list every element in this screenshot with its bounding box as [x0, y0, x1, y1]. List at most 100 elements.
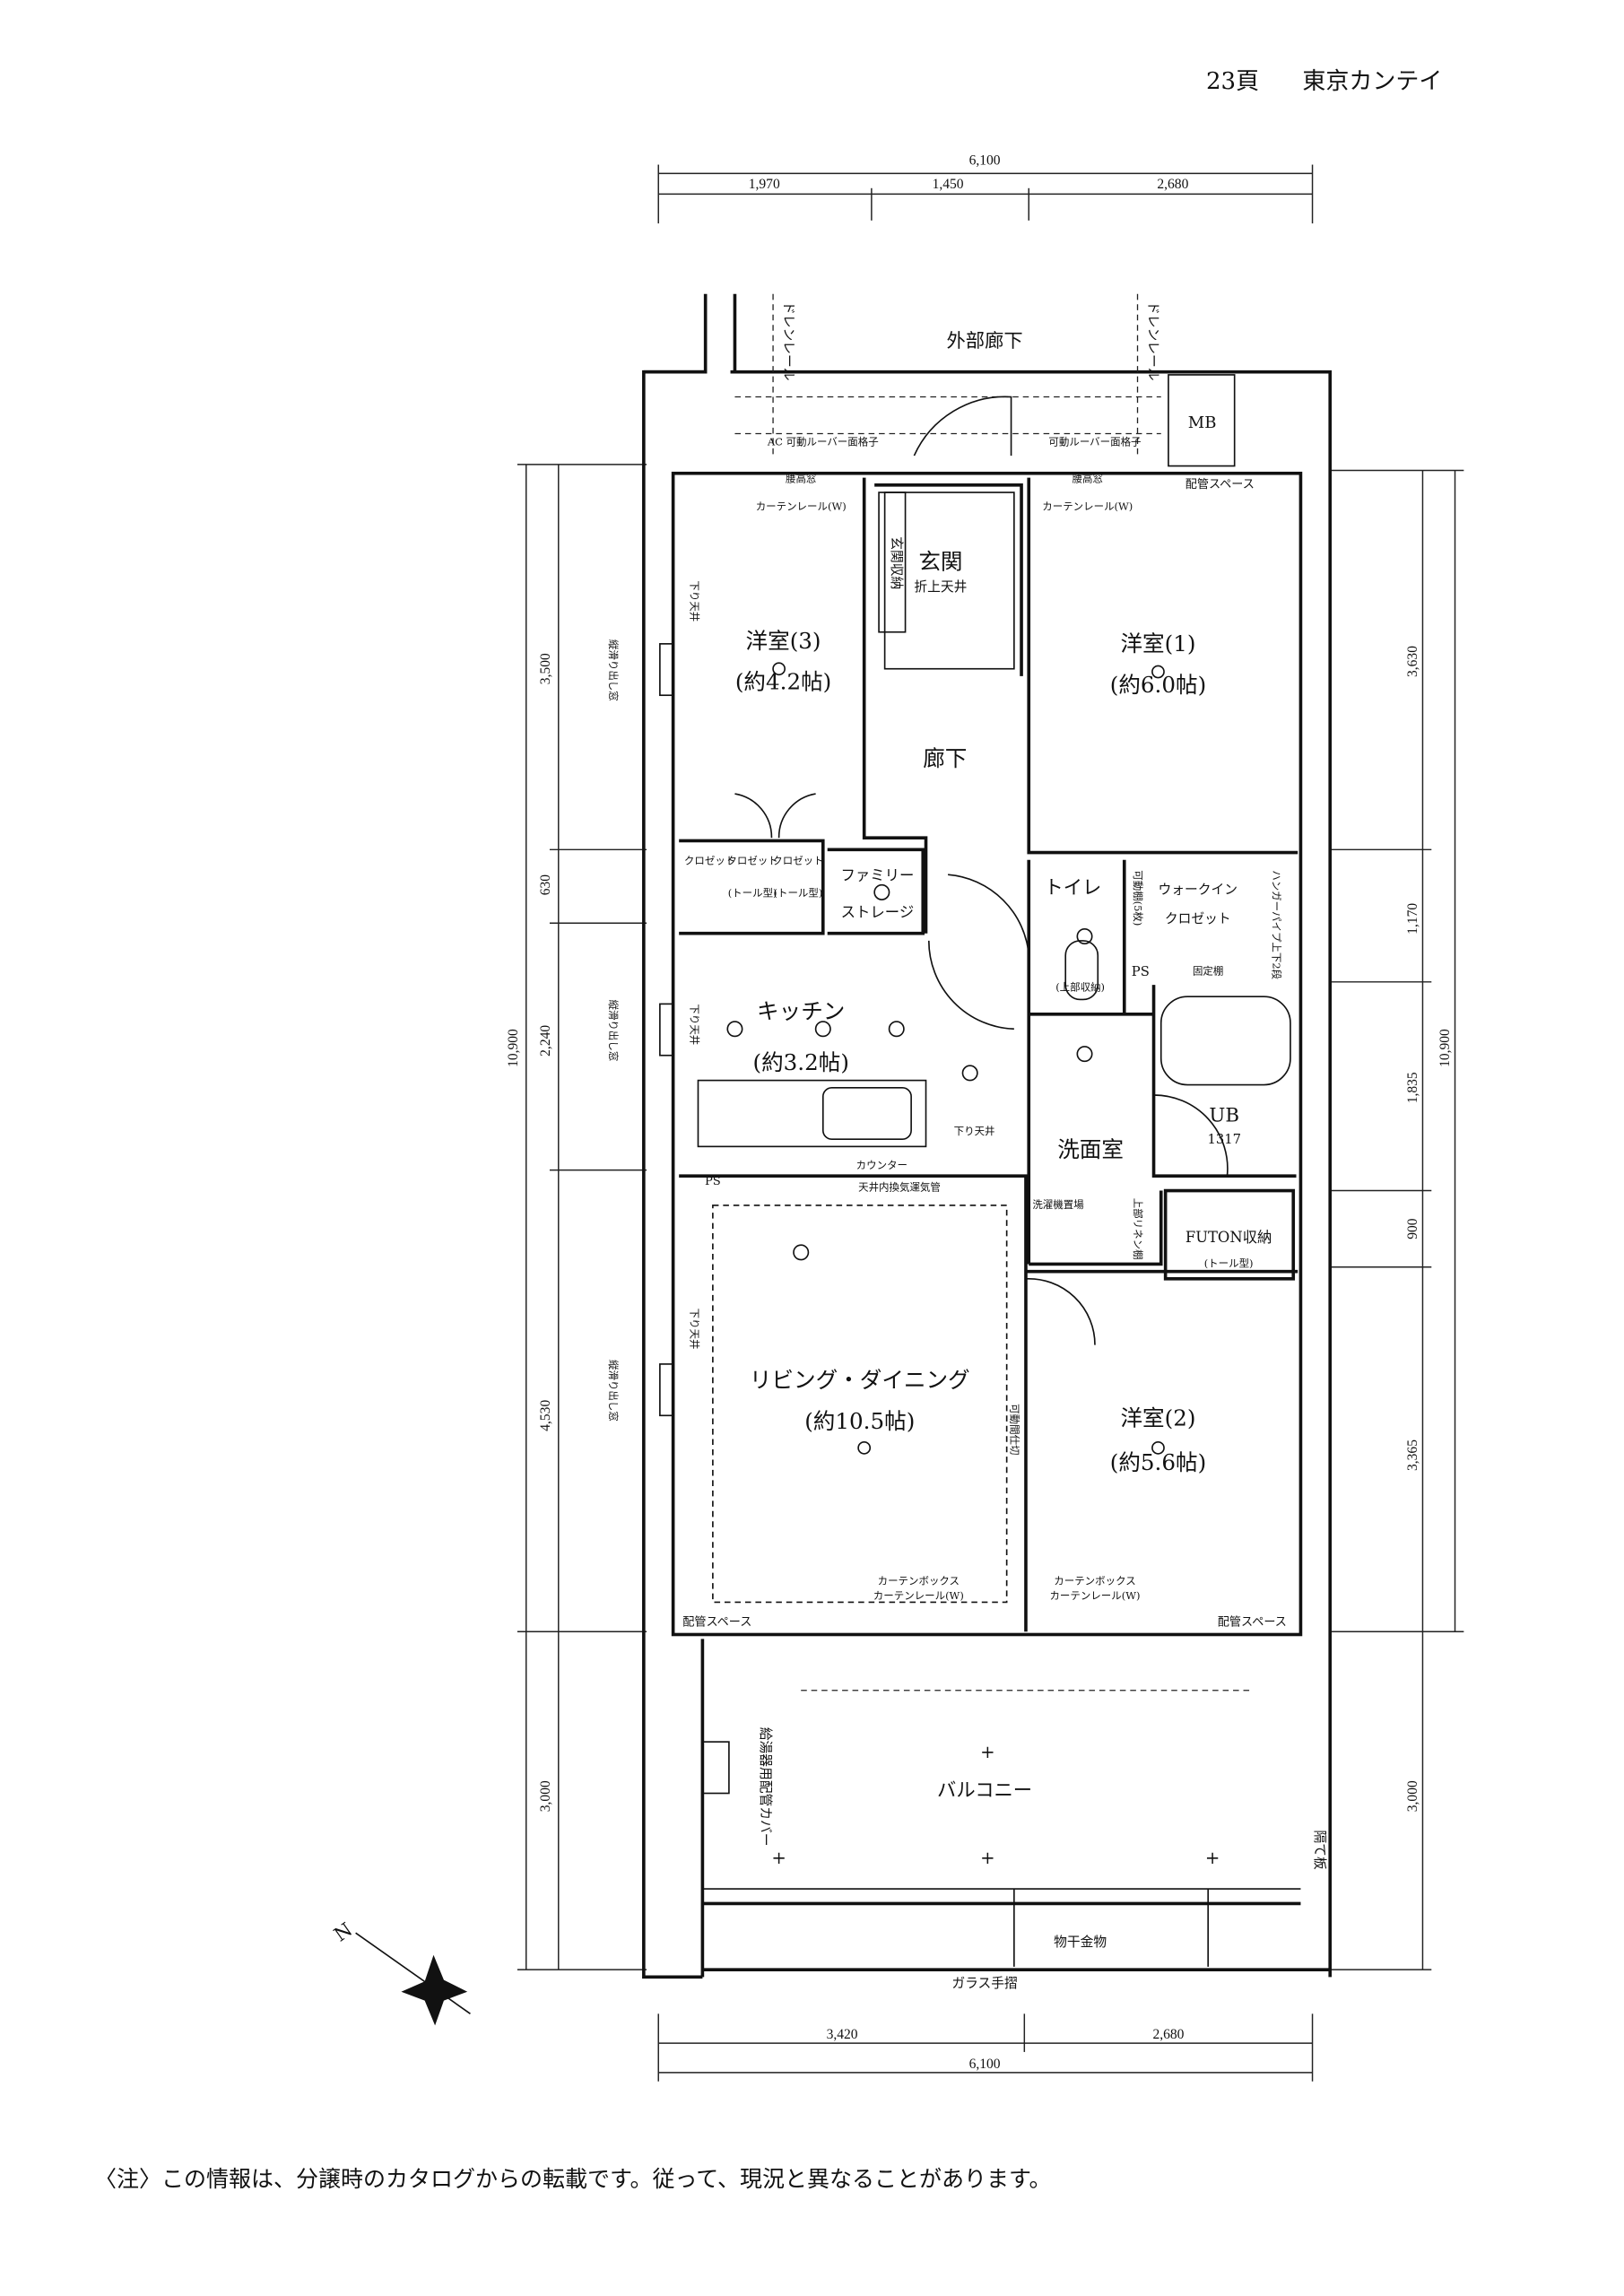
bathtub	[1159, 996, 1291, 1086]
exhaust-duct-label: 天井内換気運気管	[858, 1181, 941, 1194]
dim-right-2: 1,170	[1405, 903, 1420, 935]
svg-text:+: +	[1205, 1848, 1220, 1868]
ps-label-toilet: PS	[1132, 964, 1150, 979]
top-dimensions: 6,100 1,970 1,450 2,680	[657, 153, 1314, 224]
north-label: N	[330, 1918, 357, 1946]
movable-shelf-label: 可動棚(5枚)	[1132, 870, 1144, 926]
curtain-box-w2: カーテンボックス	[1054, 1575, 1135, 1587]
ub-label: UB	[1209, 1104, 1239, 1126]
curtain-rail-w2: カーテンレール(W)	[1049, 1589, 1140, 1602]
counter-label: カウンター	[856, 1159, 908, 1171]
footer-note: 〈注〉この情報は、分譲時のカタログからの転載です。従って、現況と異なることがあり…	[94, 2166, 1052, 2192]
high-window-left: 腰高窓	[786, 473, 816, 485]
dim-bottom-1: 3,420	[827, 2027, 858, 2042]
futon-sub: (トール型)	[1204, 1257, 1254, 1270]
living-size: (約10.5帖)	[804, 1408, 915, 1434]
dim-right-1: 3,630	[1405, 646, 1420, 677]
left-dimensions: 3,500 630 2,240 4,530 3,000 10,900	[506, 464, 647, 1970]
closet-label-2: クロゼット	[726, 855, 777, 867]
curtain-box-living: カーテンボックス	[878, 1575, 960, 1587]
entrance-label: 玄関	[918, 548, 962, 574]
unit-walls	[671, 471, 1303, 1637]
dim-right-4: 900	[1405, 1218, 1420, 1239]
lowered-ceiling-kit: 下り天井	[688, 1004, 700, 1045]
dim-right-5: 3,365	[1405, 1439, 1420, 1471]
dim-bottom-total: 6,100	[969, 2057, 1001, 2072]
walkin-label-2: クロゼット	[1165, 911, 1231, 926]
dim-right-total: 10,900	[1437, 1029, 1453, 1067]
balcony-label: バルコニー	[937, 1779, 1032, 1802]
living-label: リビング・ダイニング	[750, 1367, 970, 1393]
mb-box	[1168, 374, 1236, 467]
movable-partition-label: 可動間仕切	[1009, 1404, 1021, 1455]
family-storage-label-1: ファミリー	[840, 867, 914, 884]
curtain-rail-living: カーテンレール(W)	[873, 1589, 964, 1602]
closet-label-1: クロゼット	[684, 855, 735, 867]
bottom-dimensions: 3,420 2,680 6,100	[657, 2013, 1314, 2082]
closet-tall-2: (トール型)	[774, 887, 823, 900]
svg-text:+: +	[980, 1742, 994, 1762]
lowered-ceiling-kitchen: 下り天井	[954, 1125, 995, 1137]
upper-storage-label: (上部収納)	[1055, 981, 1105, 994]
room-labels: 洋室(3) (約4.2帖) 玄関 折上天井 玄関収納 洋室(1) (約6.0帖)…	[607, 473, 1287, 1630]
hallway-label: 廊下	[923, 745, 967, 771]
western3-label: 洋室(3)	[746, 628, 821, 654]
western2-label: 洋室(2)	[1120, 1405, 1195, 1431]
svg-text:+: +	[980, 1848, 994, 1868]
dim-left-4: 4,530	[538, 1400, 553, 1431]
bay-window-3: 縦滑り出し窓	[607, 1360, 620, 1422]
dim-left-3: 2,240	[538, 1025, 553, 1057]
partition-board-label: 隔て板	[1312, 1830, 1328, 1870]
bay-window-1: 縦滑り出し窓	[607, 639, 620, 701]
ub-size: 1317	[1207, 1132, 1241, 1147]
walkin-label-1: ウォークイン	[1158, 882, 1238, 897]
dim-left-total: 10,900	[506, 1029, 521, 1067]
western1-label: 洋室(1)	[1120, 631, 1195, 657]
dim-top-total: 6,100	[969, 153, 1001, 169]
high-window-right: 腰高窓	[1073, 473, 1103, 485]
corridor-label: 外部廊下	[946, 330, 1022, 352]
page-header: 23頁 東京カンテイ	[1206, 63, 1442, 96]
futon-label: FUTON収納	[1185, 1229, 1272, 1246]
kitchen-label: キッチン	[757, 998, 845, 1024]
glass-rail-label: ガラス手摺	[951, 1976, 1017, 1991]
curtain-rail-w3: カーテンレール(W)	[756, 500, 847, 513]
dim-top-3: 2,680	[1157, 177, 1188, 192]
washroom-label: 洗面室	[1057, 1136, 1124, 1162]
drain-rail-right: ドレンレール	[1146, 301, 1161, 381]
company-name: 東京カンテイ	[1302, 68, 1443, 95]
lowered-ceiling-living: 下り天井	[688, 1309, 700, 1350]
water-heater-cover-label: 給湯器用配管カバー	[758, 1727, 773, 1847]
dim-bottom-2: 2,680	[1152, 2027, 1184, 2042]
pipe-space-left: 配管スペース	[682, 1615, 751, 1630]
ps-label-kitchen: PS	[705, 1175, 721, 1188]
louver-right: 可動ルーバー面格子	[1048, 436, 1141, 448]
bay-window-2: 縦滑り出し窓	[607, 999, 620, 1061]
toilet-label: トイレ	[1044, 876, 1101, 899]
pipe-space-top: 配管スペース	[1185, 477, 1255, 491]
family-storage-label-2: ストレージ	[841, 904, 915, 921]
dim-right-6: 3,000	[1405, 1780, 1420, 1812]
balcony: バルコニー 物干金物 ガラス手摺 給湯器用配管カバー 隔て板 ++++	[700, 1639, 1331, 1991]
closet-label-3: クロゼット	[772, 855, 823, 867]
svg-text:+: +	[771, 1848, 786, 1868]
building-walls: MB 外部廊下 ドレンレール ドレンレール AC 可動ルーバー面格子 可動ルーバ…	[642, 293, 1333, 1979]
western1-size: (約6.0帖)	[1110, 672, 1206, 698]
pipe-space-right: 配管スペース	[1218, 1615, 1287, 1630]
curtain-rail-w1: カーテンレール(W)	[1042, 500, 1133, 513]
right-dimensions: 3,630 1,170 1,835 900 3,365 3,000 10,900	[1330, 469, 1464, 1970]
dim-left-1: 3,500	[538, 653, 553, 684]
linen-label: 上部リネン棚	[1132, 1198, 1144, 1260]
closet-tall-1: (トール型)	[728, 887, 777, 900]
dim-top-2: 1,450	[933, 177, 964, 192]
entrance-door-swing	[913, 396, 1012, 457]
north-compass-icon: N	[330, 1918, 471, 2026]
dim-top-1: 1,970	[749, 177, 780, 192]
mb-label: MB	[1188, 413, 1217, 432]
entrance-storage-label: 玄関収納	[889, 536, 904, 589]
louver-left: AC 可動ルーバー面格子	[767, 436, 879, 448]
raised-ceiling-label: 折上天井	[914, 579, 967, 595]
hanger-pipe-label: ハンガーパイプ上下2段	[1270, 870, 1282, 979]
toilet-fixture	[1064, 940, 1099, 1001]
